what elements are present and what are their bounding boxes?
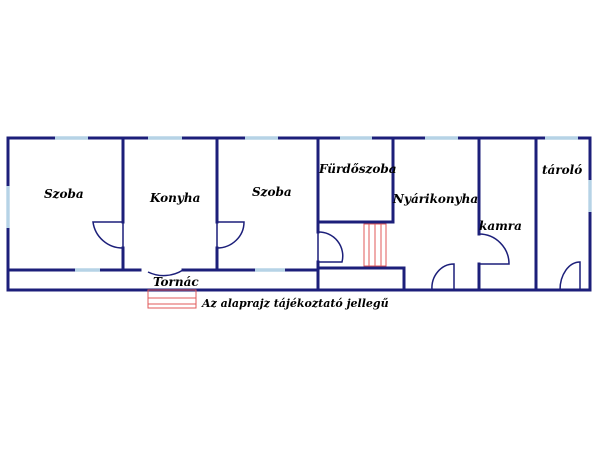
windows: [6, 136, 592, 272]
room-label-szoba-2: Szoba: [252, 185, 292, 199]
room-label-furdoszoba: Fürdőszoba: [318, 162, 397, 176]
room-labels: Szoba Konyha Szoba Fürdőszoba Nyárikonyh…: [44, 162, 582, 310]
room-label-tarolo: tároló: [542, 163, 582, 177]
outer-walls: [6, 136, 592, 292]
room-label-tornac: Tornác: [153, 275, 199, 289]
door-swing: [478, 233, 510, 265]
room-label-szoba-1: Szoba: [44, 187, 84, 201]
doors: [92, 221, 581, 291]
interior-walls: [6, 136, 590, 292]
disclaimer-note: Az alaprajz tájékoztató jellegű: [201, 297, 389, 310]
room-label-konyha: Konyha: [149, 191, 200, 205]
steps: [147, 223, 387, 309]
door-swing: [431, 263, 455, 291]
steps-entrance: [147, 289, 197, 309]
room-label-nyarikonyha: Nyárikonyha: [392, 192, 478, 206]
door-swing: [317, 231, 344, 263]
door-swing: [147, 269, 184, 277]
door-swing: [559, 261, 581, 291]
room-label-kamra: kamra: [479, 219, 522, 233]
door-swing: [216, 221, 245, 249]
door-swing: [92, 221, 124, 249]
